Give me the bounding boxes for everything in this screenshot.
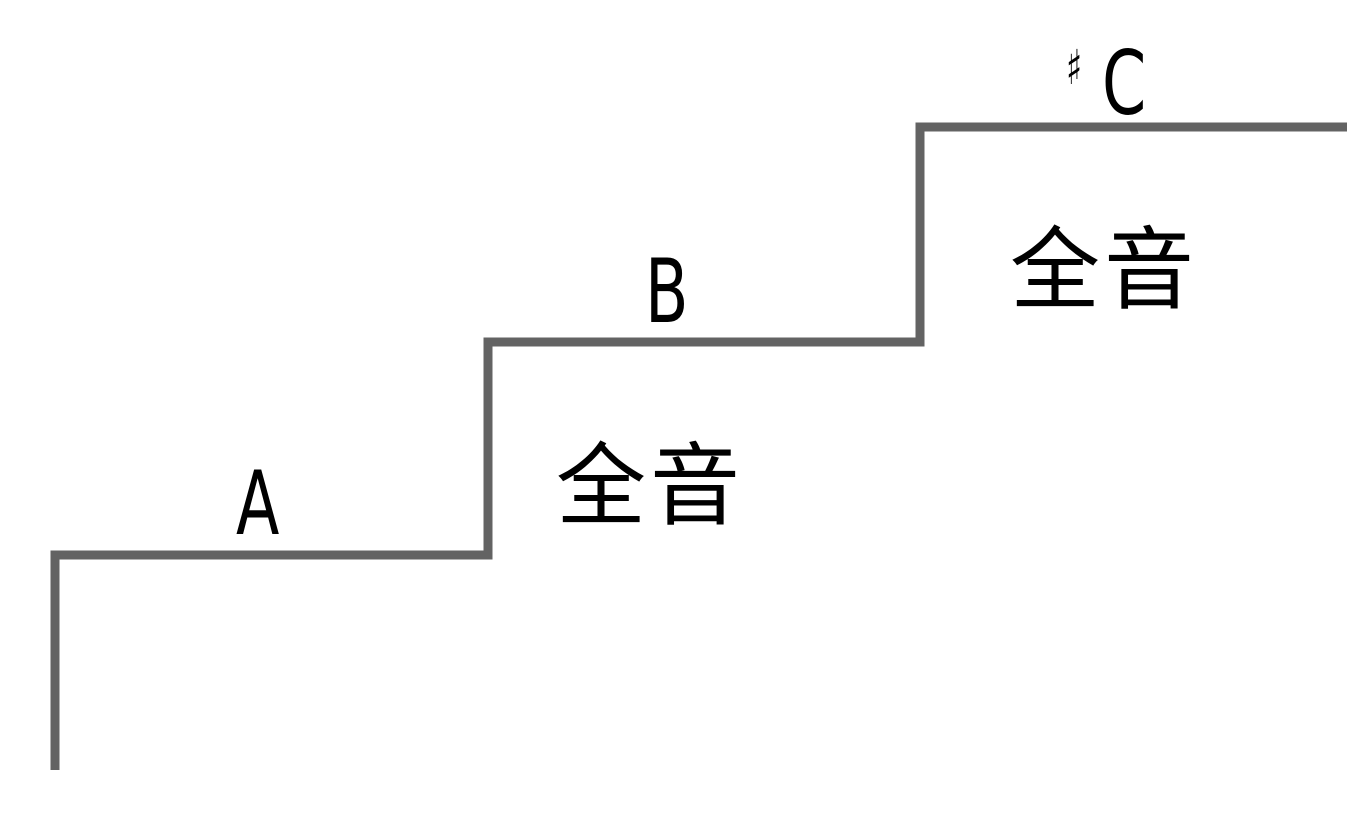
note-label-b: B [645,240,689,343]
staircase-line [50,122,1347,770]
sharp-icon: ♯ [1066,40,1083,96]
interval-label-whole-tone-1: 全音 [556,434,744,539]
interval-label-whole-tone-2: 全音 [1010,218,1198,323]
note-label-a: A [236,452,280,555]
note-label-c: C [1102,32,1147,135]
